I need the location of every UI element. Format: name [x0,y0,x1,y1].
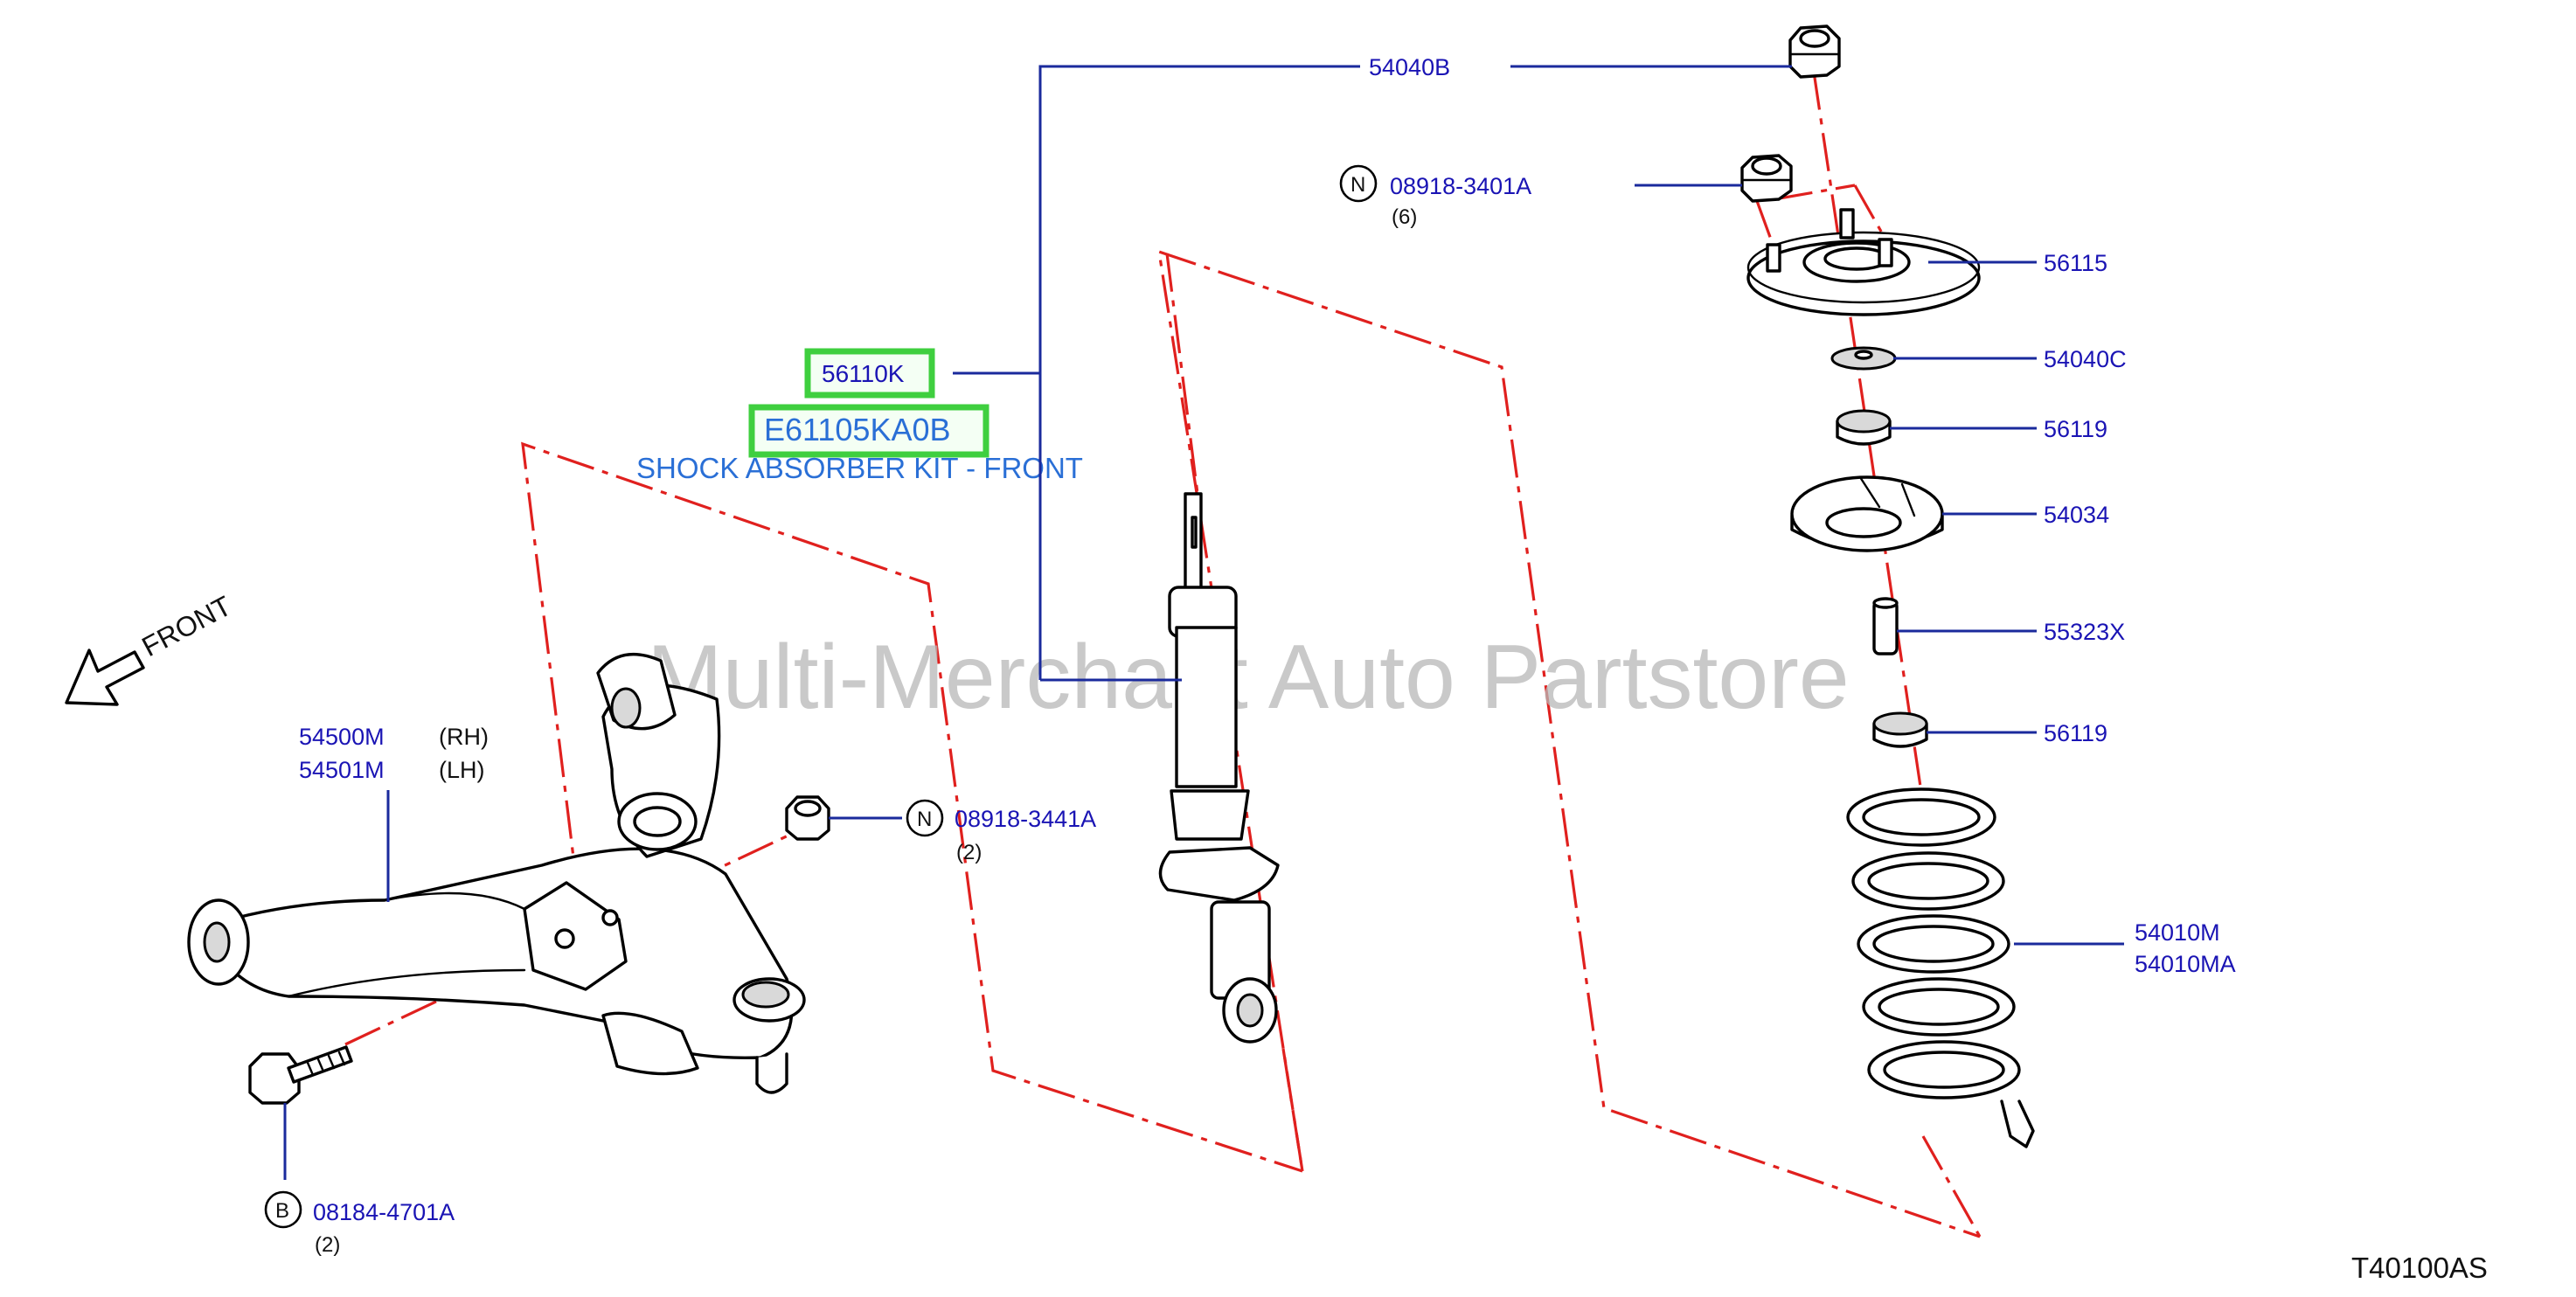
front-label: FRONT [136,590,236,663]
side-rh: (RH) [439,724,489,750]
phantom-frame-arm [521,441,1303,1173]
badge-circle-4701A [264,1190,302,1229]
callout-08184-4701A[interactable]: 08184-4701A [313,1199,455,1225]
mounting-plate-icon [1746,208,1981,316]
badge-4701A: B [275,1199,289,1223]
callout-08918-3441A[interactable]: 08918-3441A [955,806,1096,832]
qty-08918-3441A: (2) [956,841,982,864]
spring-seat-icon [1790,475,1944,552]
callout-54010MA[interactable]: 54010MA [2135,951,2236,977]
coil-spring-icon [1846,787,2035,1148]
badge-3401A: N [1350,173,1365,197]
upper-mount-stack [1740,24,2035,1148]
leader-lines [283,65,2124,1180]
washer-icon [1830,346,1897,371]
lower-control-arm-icon [187,652,806,1094]
callout-54010M[interactable]: 54010M [2135,919,2220,946]
phantom-frame-shock-left [1157,249,1981,1238]
arm-nut-icon [785,795,830,841]
badge-3441A: N [917,808,932,831]
front-direction-indicator: FRONT [65,590,237,706]
callout-56119-top[interactable]: 56119 [2044,416,2107,442]
callout-54040C[interactable]: 54040C [2044,346,2127,372]
top-nut-icon [1788,24,1841,79]
phantom-shock-axis-top [1165,253,1199,495]
callout-56119-bottom[interactable]: 56119 [2044,720,2107,746]
qty-08918-3401A: (6) [1392,205,1417,229]
arm-bolt-icon [248,1045,353,1105]
callout-08918-3401A[interactable]: 08918-3401A [1390,173,1531,199]
kit-part-highlight [804,348,935,399]
phantom-shock-axis-bottom [1281,1048,1304,1172]
callout-54034[interactable]: 54034 [2044,502,2109,528]
callout-54500M[interactable]: 54500M [299,724,385,750]
callout-56115[interactable]: 56115 [2044,250,2107,276]
bushing-bottom-icon [1872,711,1928,748]
callouts: 54040B N 08918-3401A (6) 56115 54040C 56… [264,54,2488,1284]
phantom-nut-studs-3 [1853,184,1885,237]
phantom-nut-studs-1 [1755,200,1776,250]
leader-kit [953,65,1360,375]
watermark: Multi-Merchant Auto Partstore [647,627,1850,728]
phantom-lines [344,71,1982,1238]
kit-name: SHOCK ABSORBER KIT - FRONT [636,452,1083,484]
callout-54501M[interactable]: 54501M [299,757,385,783]
callout-55323X[interactable]: 55323X [2044,619,2125,645]
kit-number-highlight [748,404,989,458]
diagram-code: T40100AS [2351,1252,2488,1284]
side-lh: (LH) [439,757,485,783]
qty-08184-4701A: (2) [315,1233,340,1257]
bump-stop-icon [1872,597,1899,655]
phantom-nut-studs-2 [1774,184,1856,201]
badge-circle-3441A [906,799,944,837]
kit-number[interactable]: E61105KA0B [764,412,951,447]
kit-part-number[interactable]: 56110K [822,360,905,387]
bushing-top-icon [1836,409,1892,446]
mount-nut-icon [1740,154,1793,203]
shock-absorber-icon [1158,492,1280,1044]
kit-callout[interactable]: 56110K E61105KA0B SHOCK ABSORBER KIT - F… [636,348,1083,484]
phantom-mount-axis-lower [1921,1135,1982,1238]
callout-54040B[interactable]: 54040B [1369,54,1450,80]
badge-circle-3401A [1339,164,1378,203]
